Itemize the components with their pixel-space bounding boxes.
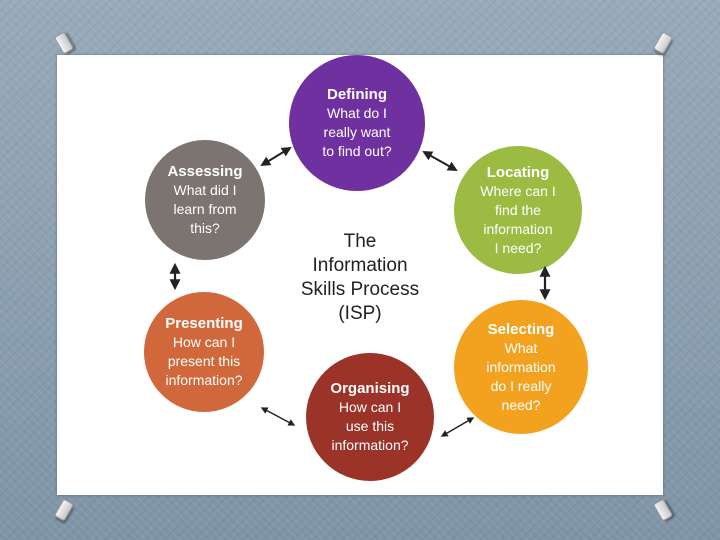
stage-assessing-line: this? — [190, 220, 220, 236]
arrow-selecting-organising — [440, 417, 475, 437]
center-label-line: (ISP) — [338, 303, 382, 324]
stage-organising: Organising How can I use this informatio… — [306, 353, 434, 481]
stage-selecting-line: information — [486, 358, 556, 375]
stage-selecting-line: do I really — [490, 377, 552, 394]
center-label-line: The — [343, 231, 377, 252]
stage-presenting-line: How can I — [172, 334, 236, 350]
stage-locating-line: find the — [495, 201, 541, 218]
stage-defining-line: really want — [323, 124, 391, 140]
arrow-defining-locating — [422, 151, 458, 171]
stage-presenting-line: information? — [165, 372, 243, 388]
stage-assessing-line: What did I — [173, 182, 237, 198]
stage-locating-line: information — [483, 220, 553, 237]
stage-presenting-line: present this — [167, 353, 241, 369]
center-label: The Information Skills Process (ISP) — [290, 230, 430, 326]
stage-presenting: Presenting How can I present this inform… — [144, 292, 264, 412]
stage-assessing: Assessing What did I learn from this? — [145, 140, 265, 260]
stage-defining-title: Defining — [327, 86, 387, 103]
stage-defining-line: to find out? — [322, 143, 392, 159]
stage-locating-line: I need? — [494, 239, 542, 256]
stage-presenting-title: Presenting — [165, 315, 243, 332]
stage-selecting: Selecting What information do I really n… — [454, 300, 588, 434]
stage-defining: Defining What do I really want to find o… — [289, 55, 425, 191]
center-label-line: Skills Process — [300, 279, 420, 300]
stage-organising-line: use this — [345, 418, 395, 434]
stage-locating-title: Locating — [486, 163, 550, 181]
center-label-line: Information — [312, 255, 408, 276]
stage-locating-line: Where can I — [480, 182, 556, 199]
stage-selecting-line: What — [504, 339, 538, 356]
stage-organising-line: How can I — [338, 399, 402, 415]
arrow-assessing-defining — [260, 146, 292, 167]
stage-organising-line: information? — [331, 437, 409, 453]
stage-assessing-line: learn from — [173, 201, 237, 217]
stage-locating: Locating Where can I find the informatio… — [454, 146, 582, 274]
stage-selecting-line: need? — [501, 396, 541, 413]
stage-assessing-title: Assessing — [167, 163, 243, 180]
stage-selecting-title: Selecting — [487, 320, 555, 338]
stage-organising-title: Organising — [330, 380, 410, 397]
stage-defining-line: What do I — [327, 105, 387, 121]
arrow-organising-presenting — [260, 407, 296, 426]
